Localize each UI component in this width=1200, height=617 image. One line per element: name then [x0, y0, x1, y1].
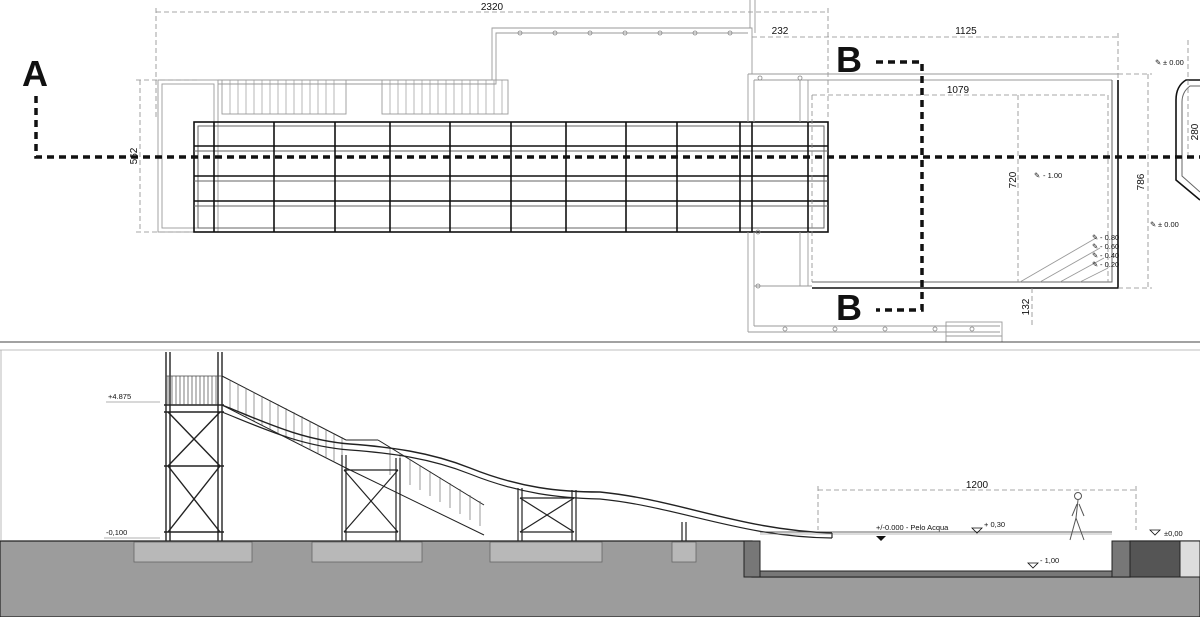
- stair-treads: [229, 80, 503, 114]
- section-label-b-bottom: B: [836, 287, 862, 328]
- section-cut-b: [876, 60, 924, 312]
- svg-text:✎: ✎: [1155, 58, 1161, 67]
- level-pool-floor-text: - 1.00: [1043, 171, 1062, 180]
- dim-section-pool-length: 1200: [966, 480, 989, 491]
- section-label-a: A: [22, 53, 48, 94]
- level-water-mark: + 0,30: [984, 520, 1005, 529]
- svg-text:✎: ✎: [1150, 220, 1156, 229]
- level-water: +/-0.000 - Pelo Acqua: [876, 523, 949, 532]
- level-right: ✎ ± 0.00: [1150, 220, 1179, 229]
- level-tower-top: +4.875: [108, 392, 131, 401]
- level-step-3: - 0.40: [1100, 251, 1119, 260]
- svg-text:✎: ✎: [1092, 233, 1098, 242]
- svg-text:✎: ✎: [1034, 171, 1040, 180]
- dim-pool-length-outer: 1125: [955, 26, 977, 37]
- level-step-2: - 0.60: [1100, 242, 1119, 251]
- stair-supports: [341, 455, 687, 541]
- dim-pool-width-inner: 720: [1008, 171, 1019, 188]
- section-view: 1200 +4.875 -0,100 +/-0.000 - Pelo Acqua…: [0, 352, 1200, 617]
- section-label-b-top: B: [836, 39, 862, 80]
- level-step-1: - 0.80: [1100, 233, 1119, 242]
- section-cut-a: [34, 96, 1200, 159]
- dim-overall-length: 2320: [481, 2, 504, 13]
- right-element-plan: 280: [1175, 40, 1200, 201]
- dim-pool-length-inner: 1079: [947, 85, 970, 96]
- level-pool-bottom: - 1,00: [1040, 556, 1059, 565]
- level-right-text: ± 0.00: [1158, 220, 1179, 229]
- pool-basin-plan: 720 786 132: [811, 73, 1152, 326]
- person-figure: [1069, 492, 1085, 541]
- svg-text:✎: ✎: [1092, 242, 1098, 251]
- dim-bottom-offset: 132: [1021, 298, 1032, 315]
- dim-right-width: 280: [1190, 123, 1200, 140]
- footings: [133, 541, 697, 563]
- level-steps: ✎ - 0.80 ✎ - 0.60 ✎ - 0.40 ✎ - 0.20: [1092, 233, 1119, 269]
- pool-deck-plan: [747, 73, 1118, 343]
- svg-text:✎: ✎: [1092, 251, 1098, 260]
- tower-section: [164, 352, 224, 541]
- stairs-section: [221, 375, 485, 536]
- slide-plan: [193, 121, 829, 233]
- dim-pool-width-outer: 786: [1136, 173, 1147, 190]
- slide-section: [221, 404, 833, 539]
- level-ground: -0,100: [106, 528, 127, 537]
- level-edge: ±0,00: [1164, 529, 1183, 538]
- stair-railing: [229, 380, 481, 526]
- level-top-right-text: ± 0.00: [1163, 58, 1184, 67]
- dim-link-width: 232: [772, 26, 789, 37]
- level-step-4: - 0.20: [1100, 260, 1119, 269]
- plan-view: 2320 232 1125 1079 562: [22, 0, 1200, 343]
- level-top-right: ✎ ± 0.00: [1155, 58, 1184, 67]
- tower-railing: [166, 375, 222, 405]
- svg-text:✎: ✎: [1092, 260, 1098, 269]
- railing-posts: [517, 30, 733, 36]
- level-pool-floor: ✎ - 1.00: [1034, 171, 1062, 180]
